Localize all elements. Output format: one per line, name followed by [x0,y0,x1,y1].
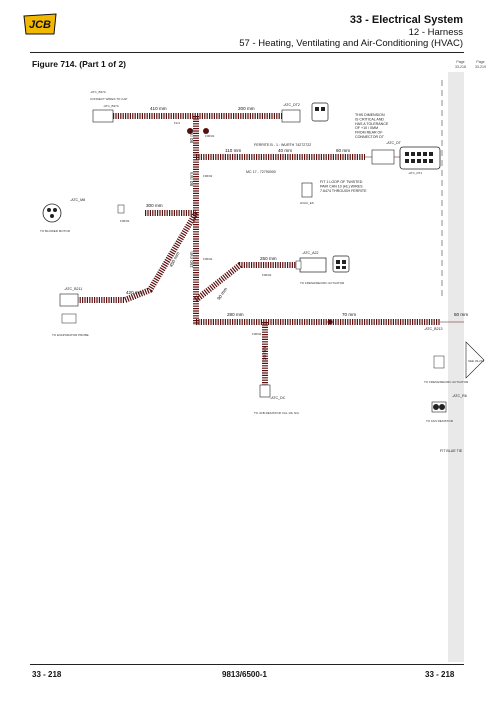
dim-80b: 80 mm [189,172,194,186]
dim-410: 410 mm [150,106,167,111]
dim-280: 280 mm [227,312,244,317]
svg-text:F06/02: F06/02 [203,174,213,178]
connector-dc-note: TO 4CB RESISTOR CAL 10L N/A [254,411,299,415]
dim-20: 20 mm [262,346,267,360]
dim-40: 40 mm [278,148,292,153]
dim-250: 250 mm [260,256,277,261]
connector-dt2-label: -ATC_DT2 [283,103,300,107]
dim-420: 420 mm [126,290,143,295]
harness-cables [78,113,440,385]
connector-b211 [59,293,79,307]
dim-60: 60 mm [336,148,350,153]
footer-page-right: 33 - 218 [425,670,455,679]
topic-title: 57 - Heating, Ventilating and Air-Condit… [239,38,463,49]
section-title: 33 - Electrical System [349,14,463,26]
connector-dc [259,384,271,398]
dim-80a: 80 mm [189,129,194,143]
svg-text:JCB: JCB [29,19,51,31]
side-panel [448,72,464,662]
dim-200: 200 mm [238,106,255,111]
connector-dt-label: -ATC_DT [386,141,402,145]
subsection-title: 12 - Harness [408,27,463,38]
connector-b37a-label: -ATC_B37A [90,90,106,94]
svg-text:F06/02: F06/02 [120,219,130,223]
connector-m8-note: TO BLOWER MOTOR [40,229,71,233]
connector-r6-label: -ATC_R6 [452,394,467,398]
connector-b37a-note: CONNECT WIRES TO CAP [90,97,127,101]
connector-a22 [299,257,327,273]
connector-dt2-face [311,102,329,122]
svg-text:F06/02: F06/02 [203,257,213,261]
connector-dc-label: -ATC_DC [270,396,286,400]
footer-page-left: 33 - 218 [32,670,62,679]
connector-dt-pins [405,152,433,163]
svg-text:F06/02: F06/02 [205,134,215,138]
dim-90: 90 mm [216,286,228,301]
jcb-logo: JCB [23,13,57,35]
svg-text:F1/4: F1/4 [174,121,180,125]
note-mc: MC 17 - 72790000 [246,170,276,174]
connector-b211-label: -ATC_B211 [64,287,82,291]
footer-doc-number: 9813/6500-1 [222,670,267,679]
figure-title: Figure 714. (Part 1 of 2) [32,59,126,69]
connector-a22-note: TO FRESH/RECIRC ACTUATOR [300,281,345,285]
dim-110: 110 mm [225,148,241,153]
connector-a22-label: -ATC_A22 [302,251,319,255]
dim-50: 50 mm [454,312,468,317]
connector-b211-note: TO EVAPORATOR PROBE [52,333,89,337]
header-rule [30,52,464,53]
connector-dt2 [281,109,301,123]
svg-text:F06/02: F06/02 [252,332,262,336]
ferrite-component [301,182,313,198]
offpage-arrow [465,341,485,379]
connector-m8-label: -ATC_M8 [70,198,85,202]
connector-dt1-label: -ATC_DT1 [408,171,422,175]
dim-70: 70 mm [342,312,356,317]
note-ferrite: FERRITE B - 1 : WURTH 74272722 [254,143,311,147]
note-twisted: FIT 1 LOOP OF TWISTED PAIR CAN 10 (HL) W… [320,180,367,193]
svg-text:F06/02: F06/02 [262,273,272,277]
dim-300: 300 mm [146,203,163,208]
dim-150: 150 mm [189,251,194,268]
ferrite-small-label: HVAC_ES [300,201,314,205]
connector-a23-note: TO FRESH/RECIRC ACTUATOR [424,380,469,384]
connector-r6-note: TO FAN RESISTOR [426,419,454,423]
connector-dt [399,146,441,170]
connector-m8 [42,203,62,223]
footer-rule [30,664,464,665]
connector-b37a [92,109,114,123]
connector-b213-label: -ATC_B213 [424,327,443,331]
svg-text:-ATC_B37A: -ATC_B37A [103,104,119,108]
offpage-label: SEE 33-219 [468,359,485,363]
note-blue-tie: FIT BLUE TIE [440,449,463,453]
part-code-captions: F1/4 F06/02 F06/02 F06/02 F06/02 F06/02 … [120,121,272,336]
